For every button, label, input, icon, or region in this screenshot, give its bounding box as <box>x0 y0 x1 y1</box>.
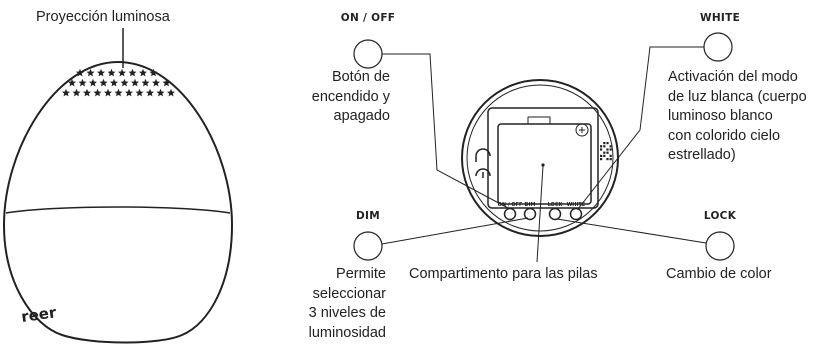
white-desc-line: estrellado) <box>668 147 736 163</box>
panel-label-white: WHITE <box>567 202 586 208</box>
speaker-dot <box>606 151 609 154</box>
speaker-dot <box>603 142 606 145</box>
dim-desc-line: seleccionar <box>312 285 386 302</box>
star-icon <box>135 88 144 97</box>
star-icon <box>139 68 147 77</box>
speaker-dot <box>606 142 609 145</box>
star-icon <box>128 68 137 77</box>
star-icon <box>83 88 91 97</box>
star-icon <box>76 68 84 77</box>
dim-leader-line <box>381 217 529 245</box>
lock-callout-circle <box>705 231 735 261</box>
star-icon <box>167 88 175 97</box>
dim-callout-circle <box>353 231 383 261</box>
speaker-dot <box>600 154 603 157</box>
on-off-desc-line: encendido y <box>311 88 390 105</box>
star-icon <box>110 78 118 87</box>
battery-compartment-lid <box>497 123 592 205</box>
on-off-description: Botón de encendido y apagado <box>270 68 390 127</box>
white-button[interactable] <box>569 207 583 221</box>
speaker-dot <box>606 148 609 151</box>
star-icon <box>152 78 160 87</box>
speaker-dot <box>603 154 606 157</box>
speaker-dot <box>609 158 612 161</box>
speaker-dot <box>600 158 603 161</box>
star-icon <box>125 88 133 97</box>
white-desc-line: Activación del modo <box>668 69 798 85</box>
star-icon <box>114 88 123 97</box>
speaker-dot <box>600 148 603 151</box>
on-off-desc-line: apagado <box>333 108 390 124</box>
white-callout-circle <box>703 32 733 62</box>
speaker-dot <box>603 145 606 148</box>
white-leader-line <box>577 46 704 210</box>
star-icon <box>78 78 87 87</box>
star-icon <box>104 88 112 97</box>
white-desc-line: luminoso blanco <box>668 108 773 124</box>
lock-title: LOCK <box>703 210 737 222</box>
speaker-dot <box>600 145 603 148</box>
star-icon <box>62 88 70 97</box>
battery-compartment-frame <box>487 107 599 209</box>
battery-description: Compartimento para las pilas <box>409 266 598 282</box>
star-icon <box>89 78 97 87</box>
star-icon <box>146 88 154 97</box>
projection-label: Proyección luminosa <box>36 9 170 25</box>
star-icon <box>93 88 102 97</box>
brand-logo: reer <box>20 303 58 326</box>
speaker-dot <box>609 154 612 157</box>
lock-leader-line <box>556 218 707 244</box>
dim-desc-line: Permite <box>336 266 386 282</box>
speaker-dot <box>603 151 606 154</box>
star-icon <box>162 78 171 87</box>
on-off-title: ON / OFF <box>340 12 396 24</box>
white-title: WHITE <box>699 12 741 24</box>
star-icon <box>156 88 165 97</box>
star-icon <box>131 78 139 87</box>
white-description: Activación del modo de luz blanca (cuerp… <box>668 68 807 166</box>
white-desc-line: de luz blanca (cuerpo <box>668 88 807 105</box>
screw-icon <box>575 123 589 137</box>
speaker-dot <box>606 158 609 161</box>
panel-label-lock: LOCK <box>548 202 564 208</box>
star-icon <box>97 68 105 77</box>
star-icon <box>99 78 108 87</box>
battery-leader-line <box>536 165 544 263</box>
dim-desc-line: 3 niveles de <box>308 305 386 321</box>
star-icon <box>68 78 76 87</box>
lock-button[interactable] <box>548 207 562 221</box>
speaker-dot <box>609 148 612 151</box>
on-off-leader-line <box>382 53 509 209</box>
lock-description: Cambio de color <box>666 266 772 282</box>
panel-label-dim: DIM <box>525 202 536 208</box>
panel-label-on-off: ON / OFF <box>498 202 523 208</box>
battery-compartment-dot <box>541 163 545 167</box>
dim-description: Permite seleccionar 3 niveles de luminos… <box>240 265 386 343</box>
star-icon <box>120 78 129 87</box>
white-desc-line: con colorido cielo <box>668 127 781 144</box>
egg-band-line <box>5 206 231 214</box>
on-off-callout-circle <box>353 39 383 69</box>
night-light-device: reer <box>2 60 234 344</box>
star-icon <box>107 68 116 77</box>
dim-desc-line: luminosidad <box>308 324 386 341</box>
star-icon <box>86 68 95 77</box>
star-icon <box>141 78 150 87</box>
on-off-button[interactable] <box>503 207 517 221</box>
speaker-dot <box>609 145 612 148</box>
arc-symbol-icons <box>475 148 491 178</box>
star-icon <box>118 68 126 77</box>
egg-outline <box>2 60 234 344</box>
battery-cover-tab <box>527 116 551 125</box>
dim-title: DIM <box>356 210 380 222</box>
star-icon <box>72 88 81 97</box>
base-inner-ring <box>466 84 614 232</box>
star-pattern <box>62 68 175 97</box>
dim-button[interactable] <box>523 207 537 221</box>
on-off-desc-line: Botón de <box>331 69 390 85</box>
speaker-grille-icon <box>600 142 612 161</box>
star-icon <box>149 68 158 77</box>
